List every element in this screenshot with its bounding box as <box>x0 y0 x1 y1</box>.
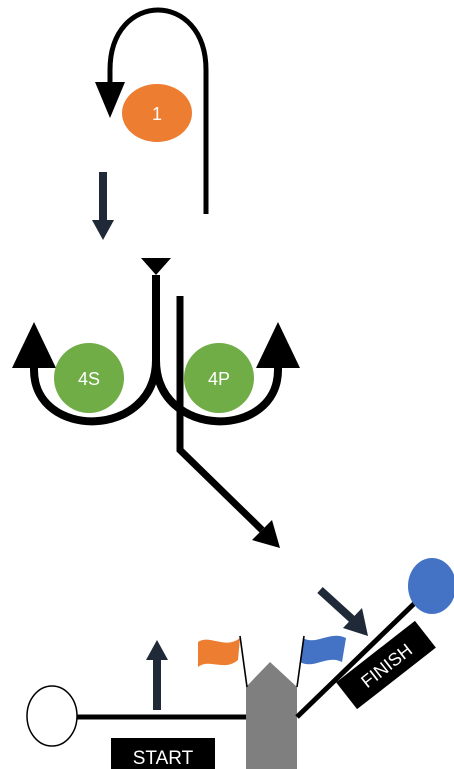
pin-buoy-icon <box>26 685 78 747</box>
orange-flag-icon <box>198 638 240 667</box>
up-arrow-start-head <box>146 640 168 660</box>
mark-1: 1 <box>122 84 192 142</box>
gate-top-notch <box>141 258 171 275</box>
committee-boat-icon <box>246 662 297 769</box>
orange-flag-pole <box>239 635 248 688</box>
start-label-box: START <box>111 738 215 769</box>
finish-line <box>295 594 424 719</box>
start-label: START <box>133 748 194 769</box>
blue-flag-pole <box>296 635 305 688</box>
leg-to-finish <box>176 296 265 533</box>
leg-to-finish-arrowhead <box>252 520 280 548</box>
mark-4p: 4P <box>184 343 254 413</box>
down-arrow-1-head <box>92 220 114 240</box>
loop-arrowhead <box>95 82 125 118</box>
mark-4p-label: 4P <box>208 369 230 389</box>
finish-buoy-icon <box>408 558 454 614</box>
gate-split-left-curve <box>30 275 160 426</box>
mark-4s-label: 4S <box>78 369 100 389</box>
mark-4s-buoy-icon <box>54 343 124 413</box>
mark-1-label: 1 <box>152 104 162 124</box>
gate-left-arrowhead <box>12 322 56 368</box>
gate-split-right-curve <box>152 359 282 426</box>
blue-flag-icon <box>300 635 346 665</box>
gate-right-arrowhead <box>256 322 300 368</box>
mark-4p-buoy-icon <box>184 343 254 413</box>
mark-1-buoy-icon <box>122 84 192 142</box>
finish-approach-arrowhead <box>343 608 368 636</box>
finish-approach-arrow <box>317 587 356 623</box>
loop-around-mark-1 <box>107 7 209 214</box>
mark-4s: 4S <box>54 343 124 413</box>
